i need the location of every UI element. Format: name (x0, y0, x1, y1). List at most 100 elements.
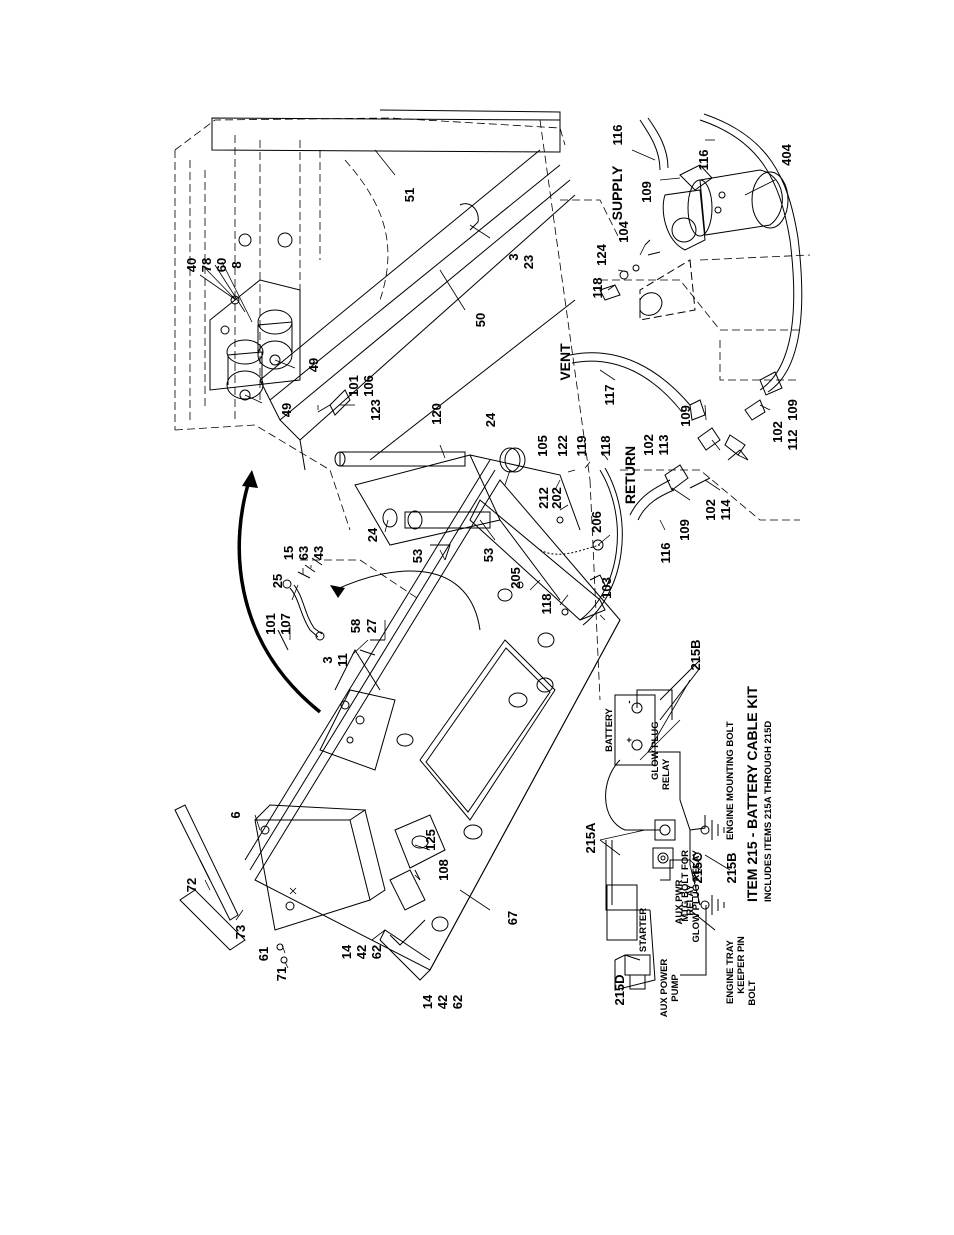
tubes-and-spacers (317, 389, 606, 621)
callout-107: 107 (278, 613, 293, 635)
callout-116-c: 116 (696, 150, 711, 171)
relay-bracket (319, 648, 396, 771)
callout-125: 125 (423, 829, 438, 851)
callout-102-b: 102 (641, 434, 656, 456)
label-aux-pwr-relay-2: RELAY (685, 884, 696, 916)
arrow-head-right (330, 585, 345, 598)
callout-14-a: 14 (339, 944, 354, 959)
callout-61: 61 (256, 947, 271, 961)
schematic-glow-plug-relay (654, 819, 676, 841)
callout-62-b: 62 (450, 995, 465, 1009)
callout-215d: 215D (612, 974, 627, 1005)
callout-116-a: 116 (658, 543, 673, 564)
callout-67: 67 (505, 911, 520, 925)
callout-118-c: 118 (590, 278, 605, 299)
callout-212: 212 (536, 487, 551, 509)
leader-lines (199, 139, 776, 969)
fuel-lines (569, 113, 803, 521)
callout-53-a: 53 (410, 549, 425, 563)
callout-106: 106 (361, 375, 376, 397)
ground-cable-25 (277, 557, 385, 656)
label-glow-plug-relay-2: RELAY (661, 758, 672, 790)
callout-15: 15 (281, 546, 296, 560)
callout-6: 6 (228, 811, 243, 818)
label-supply: SUPPLY (609, 165, 625, 220)
callout-42-a: 42 (354, 945, 369, 959)
schematic-starter (606, 884, 638, 941)
callout-25: 25 (270, 574, 285, 588)
callout-58: 58 (348, 619, 363, 633)
battery-cable-schematic: - + BATTERY (583, 639, 774, 1017)
callout-8: 8 (229, 261, 244, 268)
frame-rails (211, 109, 576, 471)
ground-terminal-engine-tray (700, 900, 710, 910)
callout-116-b: 116 (610, 125, 625, 146)
callout-118-a: 118 (539, 594, 554, 615)
callout-42-b: 42 (435, 995, 450, 1009)
callout-105: 105 (535, 435, 550, 457)
callout-215b-top: 215B (688, 639, 703, 670)
callout-113: 113 (656, 435, 671, 456)
callout-50: 50 (473, 313, 488, 327)
callout-53-b: 53 (481, 548, 496, 562)
callout-101-a: 101 (263, 613, 278, 635)
callout-27: 27 (364, 619, 379, 633)
label-glow-plug-relay-1: GLOW PLUG (650, 721, 661, 780)
callout-118-b: 118 (598, 436, 613, 457)
callout-215b: 215B (724, 852, 739, 883)
callout-71: 71 (274, 967, 289, 981)
label-return: RETURN (622, 446, 638, 504)
schematic-aux-pwr-relay (652, 847, 674, 869)
callout-112: 112 (785, 430, 800, 451)
callout-102-a: 102 (703, 499, 718, 521)
callout-109-b: 109 (678, 405, 693, 427)
schematic-battery-label: BATTERY (604, 707, 615, 751)
label-starter: STARTER (638, 908, 649, 952)
schematic-title: ITEM 215 - BATTERY CABLE KIT (744, 686, 760, 902)
callout-103: 103 (599, 577, 614, 599)
callout-124: 124 (594, 243, 609, 265)
callout-72: 72 (184, 878, 199, 892)
callout-49-b: 49 (306, 358, 321, 372)
callout-43: 43 (311, 546, 326, 560)
callout-123: 123 (368, 399, 383, 421)
arrow-head-left (242, 470, 258, 488)
battery-assembly (174, 804, 426, 964)
label-aux-power-pump-2: PUMP (670, 974, 681, 1002)
callout-3-b: 3 (506, 253, 521, 260)
callout-119: 119 (574, 436, 589, 457)
return-line-and-chain (516, 467, 623, 626)
callout-206: 206 (589, 511, 604, 533)
callout-78: 78 (199, 258, 214, 272)
callout-73: 73 (233, 925, 248, 939)
fuel-line-labels: RETURN VENT SUPPLY (557, 165, 638, 504)
label-vent: VENT (557, 343, 573, 381)
battery-plus-sign: + (624, 737, 635, 743)
callout-109-d: 109 (639, 181, 654, 203)
label-aux-pwr-relay-1: AUX PWR (674, 879, 685, 924)
vehicle-structure-phantom (174, 117, 811, 701)
callout-14-b: 14 (420, 994, 435, 1009)
callout-404: 404 (779, 143, 794, 165)
schematic-battery-box (614, 694, 656, 766)
callout-24-b: 24 (483, 412, 498, 427)
callout-202: 202 (549, 487, 564, 509)
label-mtg-bolt-2: GLOW PLUG RELAY (691, 849, 702, 942)
ground-terminal-engine-mount (700, 825, 710, 835)
callout-49-a: 49 (279, 403, 294, 417)
label-engine-mounting-bolt: ENGINE MOUNTING BOLT (725, 721, 736, 840)
callout-62-a: 62 (369, 945, 384, 959)
callout-104: 104 (616, 220, 631, 242)
callout-3-a: 3 (320, 656, 335, 663)
engine-tray-plate (244, 459, 621, 981)
label-mtg-bolt-1: MTG BOLT FOR (680, 850, 691, 922)
label-engine-tray-1: ENGINE TRAY (725, 939, 736, 1004)
part-callouts: 6 72 73 61 71 14 42 62 14 42 62 125 108 … (184, 125, 800, 1010)
callout-108: 108 (436, 859, 451, 881)
callout-109-a: 109 (677, 519, 692, 541)
callout-23: 23 (521, 255, 536, 269)
battery-terminal-positive (631, 739, 643, 751)
callout-109-c: 109 (785, 399, 800, 421)
callout-11: 11 (335, 653, 350, 667)
